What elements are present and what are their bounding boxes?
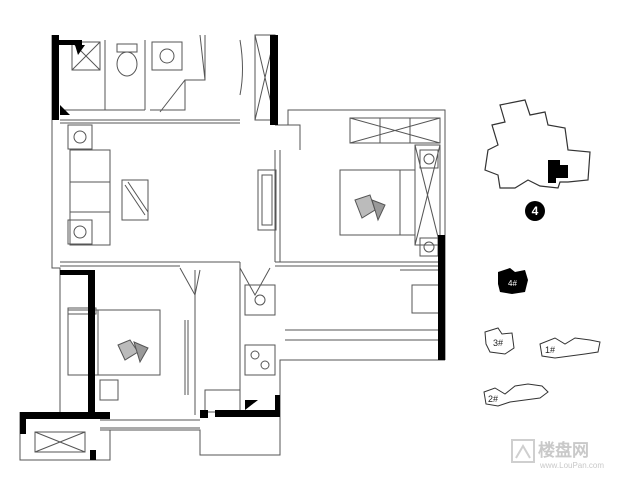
windows <box>34 34 441 453</box>
bathroom-fixtures <box>71 41 276 413</box>
wardrobe <box>349 117 441 144</box>
coffee-table <box>121 179 149 221</box>
sink <box>244 284 276 316</box>
second-bedroom-furniture <box>67 307 161 401</box>
toilet <box>116 51 138 77</box>
building-1-outline <box>539 337 601 359</box>
stove <box>244 344 276 376</box>
building-3-label: 3# <box>493 338 503 348</box>
single-bed <box>67 309 161 376</box>
watermark-text-en: www.LouPan.com <box>539 461 604 470</box>
site-key-plan: 4 4# 3# 1# 2# <box>483 99 601 407</box>
wash-basin <box>151 41 183 71</box>
watermark: 楼盘网 www.LouPan.com <box>511 439 604 470</box>
exterior-walls <box>20 35 445 460</box>
living-room-furniture <box>67 124 277 246</box>
building-4-label: 4# <box>508 279 517 288</box>
outer-outline <box>19 35 446 461</box>
building-badge-number: 4 <box>532 204 539 218</box>
door-swings <box>159 34 440 297</box>
sofa <box>69 149 111 246</box>
building-2-outline <box>483 383 549 407</box>
floor-plan <box>19 34 446 461</box>
current-unit-marker <box>548 160 568 183</box>
building-2-label: 2# <box>488 394 498 404</box>
partition-walls <box>60 40 445 429</box>
building-1-label: 1# <box>545 345 555 355</box>
building-4-block <box>498 268 528 294</box>
current-building-outline <box>484 99 591 189</box>
master-bedroom-furniture <box>339 117 441 314</box>
watermark-logo-icon <box>511 439 535 463</box>
watermark-text-cn: 楼盘网 <box>538 440 589 461</box>
building-badge <box>525 201 545 221</box>
tv-cabinet <box>257 169 277 231</box>
building-3-outline <box>484 327 515 355</box>
